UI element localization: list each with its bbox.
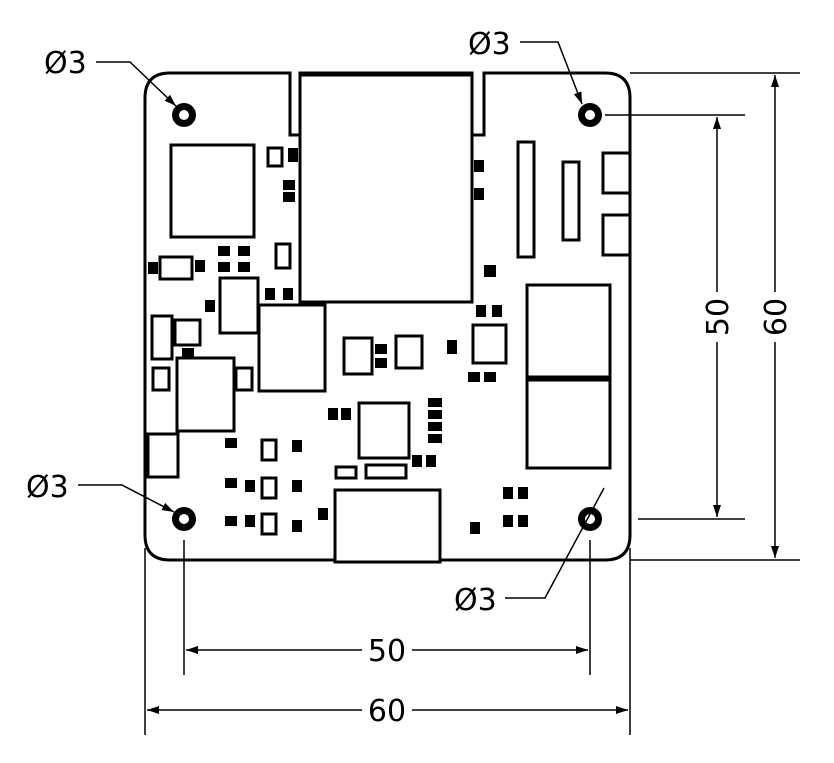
led bbox=[601, 213, 632, 257]
smd-pads bbox=[148, 148, 528, 534]
inductor bbox=[257, 303, 327, 393]
diode bbox=[260, 512, 278, 536]
diode bbox=[274, 242, 292, 270]
dimension-label: 50 bbox=[368, 634, 406, 669]
hole-callout-top-right: Ø3 bbox=[468, 27, 583, 105]
ic-qfn bbox=[471, 323, 508, 365]
hole-label: Ø3 bbox=[454, 583, 497, 618]
hole-label: Ø3 bbox=[26, 470, 69, 505]
transformer-module bbox=[298, 73, 474, 304]
components bbox=[146, 73, 632, 564]
header-connector bbox=[561, 160, 581, 242]
dimension-label: 50 bbox=[701, 298, 736, 336]
mounting-hole-bottom-right bbox=[578, 507, 602, 531]
hole-label: Ø3 bbox=[44, 46, 87, 81]
ic bbox=[342, 336, 374, 376]
diode bbox=[158, 255, 194, 281]
resistor bbox=[334, 465, 358, 480]
extension-lines bbox=[144, 72, 800, 735]
diode bbox=[260, 476, 278, 500]
hole-callout-bottom-right: Ø3 bbox=[454, 487, 605, 618]
ic bbox=[394, 334, 424, 370]
resistor bbox=[234, 366, 254, 392]
header-connector bbox=[516, 140, 536, 259]
capacitor bbox=[150, 314, 174, 361]
mounting-hole-bottom-left bbox=[172, 507, 196, 531]
led bbox=[601, 151, 632, 195]
hole-callout-top-left: Ø3 bbox=[44, 46, 177, 107]
ic bbox=[218, 276, 260, 335]
inductor bbox=[525, 378, 612, 470]
resistor bbox=[151, 366, 171, 392]
hole-callout-bottom-left: Ø3 bbox=[26, 470, 175, 513]
inductor bbox=[525, 283, 612, 379]
hole-label: Ø3 bbox=[468, 27, 511, 62]
mounting-hole-top-left bbox=[172, 103, 196, 127]
dimension-label: 60 bbox=[368, 694, 406, 729]
diode bbox=[260, 438, 278, 462]
resistor bbox=[266, 146, 284, 168]
ic-large bbox=[169, 143, 256, 239]
capacitor bbox=[146, 432, 180, 479]
ic-qfn bbox=[357, 401, 411, 460]
transistor bbox=[173, 318, 202, 347]
mounting-hole-top-right bbox=[578, 103, 602, 127]
dimension-label: 60 bbox=[759, 298, 794, 336]
connector bbox=[333, 488, 442, 564]
board-outline bbox=[143, 71, 632, 562]
resistor bbox=[364, 463, 408, 480]
ic bbox=[175, 356, 236, 433]
